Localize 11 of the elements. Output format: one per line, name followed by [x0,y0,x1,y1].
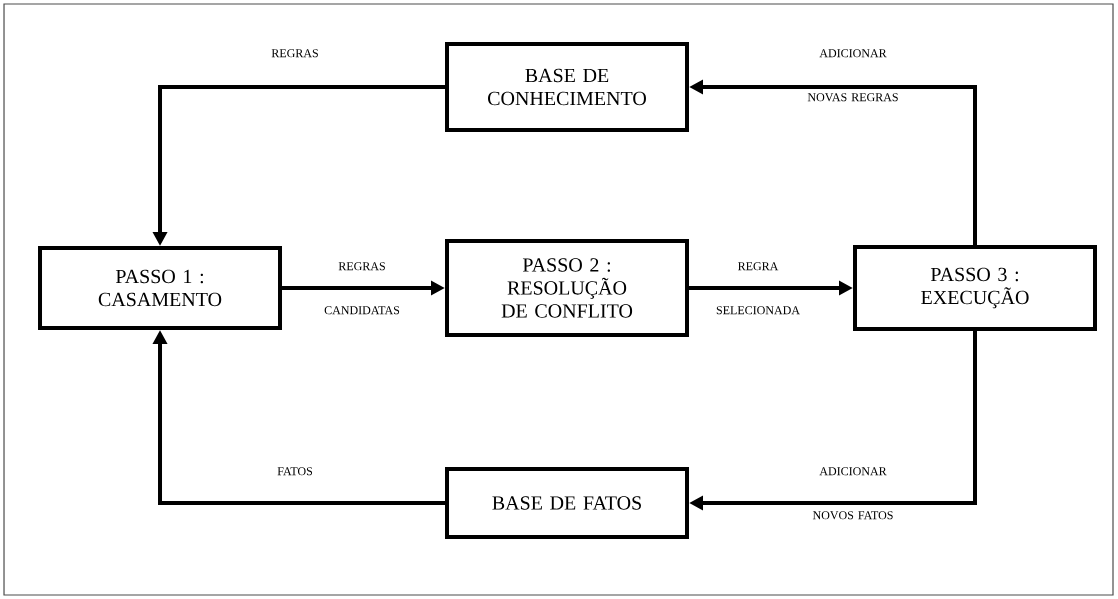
edge-label: ADICIONAR NOVAS REGRAS [807,49,898,102]
process-box: PASSO 2 : RESOLUÇÃO DE CONFLITO [445,239,689,337]
edge-label: ADICIONAR NOVOS FATOS [812,467,893,520]
process-box: BASE DE CONHECIMENTO [445,42,689,132]
edge-label: REGRAS CANDIDATAS [324,262,400,315]
edge-label: FATOS [277,467,313,476]
edge-label: REGRAS [271,49,318,58]
edge-label: REGRA SELECIONADA [716,262,800,315]
process-box: PASSO 1 : CASAMENTO [38,246,282,330]
process-box: BASE DE FATOS [445,467,689,539]
process-box: PASSO 3 : EXECUÇÃO [853,245,1097,331]
